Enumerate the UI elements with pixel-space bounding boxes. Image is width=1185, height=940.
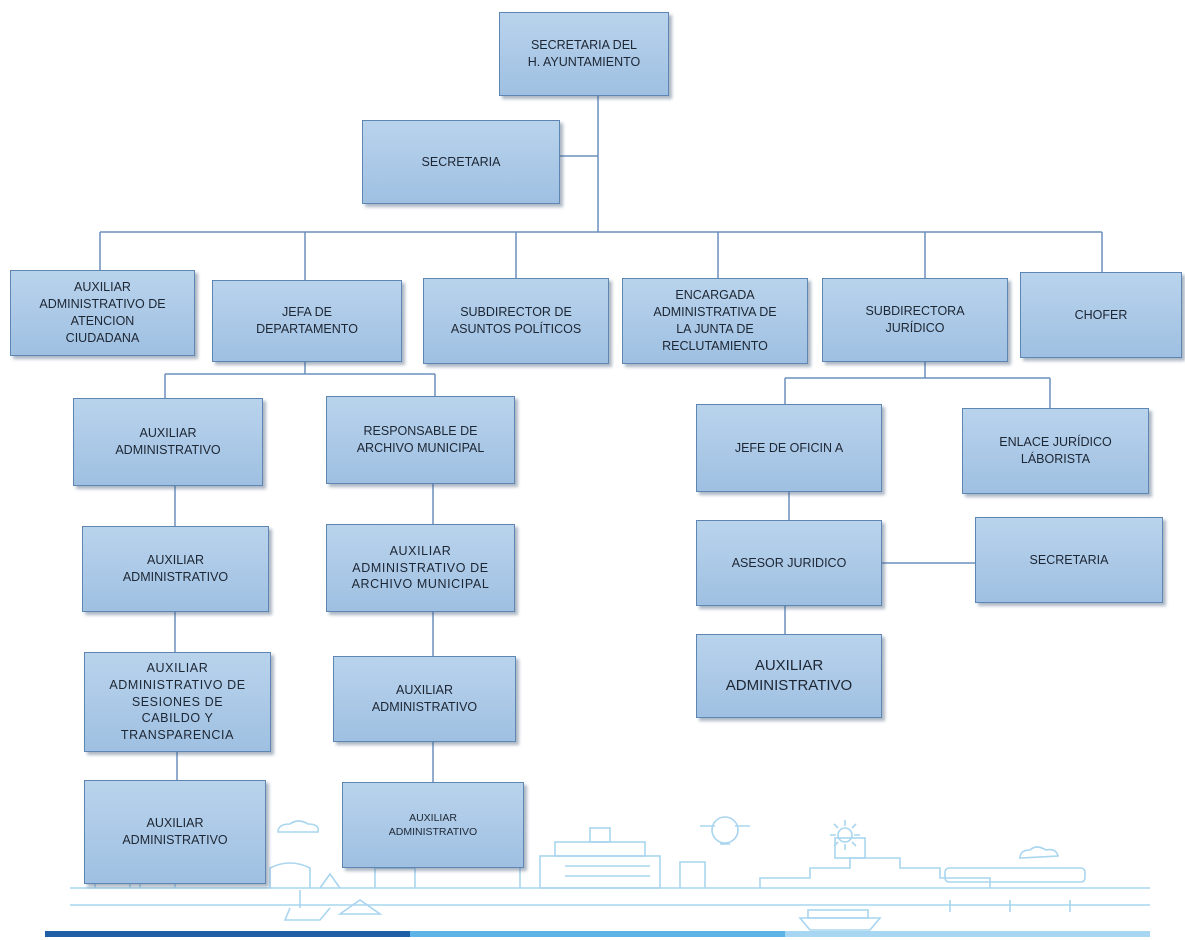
node-auxiliar-administrativo-3: AUXILIAR ADMINISTRATIVO (84, 780, 266, 884)
node-enlace-juridico-laborista: ENLACE JURÍDICO LÁBORISTA (962, 408, 1149, 494)
node-subdirector-asuntos-politicos: SUBDIRECTOR DE ASUNTOS POLÍTICOS (423, 278, 609, 364)
node-auxiliar-archivo-municipal: AUXILIAR ADMINISTRATIVO DE ARCHIVO MUNIC… (326, 524, 515, 612)
node-chofer: CHOFER (1020, 272, 1182, 358)
node-secretaria-del-ayuntamiento: SECRETARIA DEL H. AYUNTAMIENTO (499, 12, 669, 96)
node-jefe-de-oficina: JEFE DE OFICIN A (696, 404, 882, 492)
node-secretaria-top: SECRETARIA (362, 120, 560, 204)
node-secretaria-juridico: SECRETARIA (975, 517, 1163, 603)
node-auxiliar-administrativo-6: AUXILIAR ADMINISTRATIVO (696, 634, 882, 718)
footer-bar-mid (410, 931, 785, 937)
node-auxiliar-administrativo-1: AUXILIAR ADMINISTRATIVO (73, 398, 263, 486)
node-auxiliar-administrativo-4: AUXILIAR ADMINISTRATIVO (333, 656, 516, 742)
node-responsable-archivo-municipal: RESPONSABLE DE ARCHIVO MUNICIPAL (326, 396, 515, 484)
node-auxiliar-administrativo-5: AUXILIAR ADMINISTRATIVO (342, 782, 524, 868)
node-auxiliar-administrativo-2: AUXILIAR ADMINISTRATIVO (82, 526, 269, 612)
node-encargada-junta-reclutamiento: ENCARGADA ADMINISTRATIVA DE LA JUNTA DE … (622, 278, 808, 364)
node-jefa-de-departamento: JEFA DE DEPARTAMENTO (212, 280, 402, 362)
footer-bar-light (785, 931, 1150, 937)
node-auxiliar-sesiones-cabildo-transparencia: AUXILIAR ADMINISTRATIVO DE SESIONES DE C… (84, 652, 271, 752)
node-auxiliar-atencion-ciudadana: AUXILIAR ADMINISTRATIVO DE ATENCION CIUD… (10, 270, 195, 356)
node-subdirectora-juridico: SUBDIRECTORA JURÍDICO (822, 278, 1008, 362)
node-asesor-juridico: ASESOR JURIDICO (696, 520, 882, 606)
footer-bar-dark (45, 931, 410, 937)
